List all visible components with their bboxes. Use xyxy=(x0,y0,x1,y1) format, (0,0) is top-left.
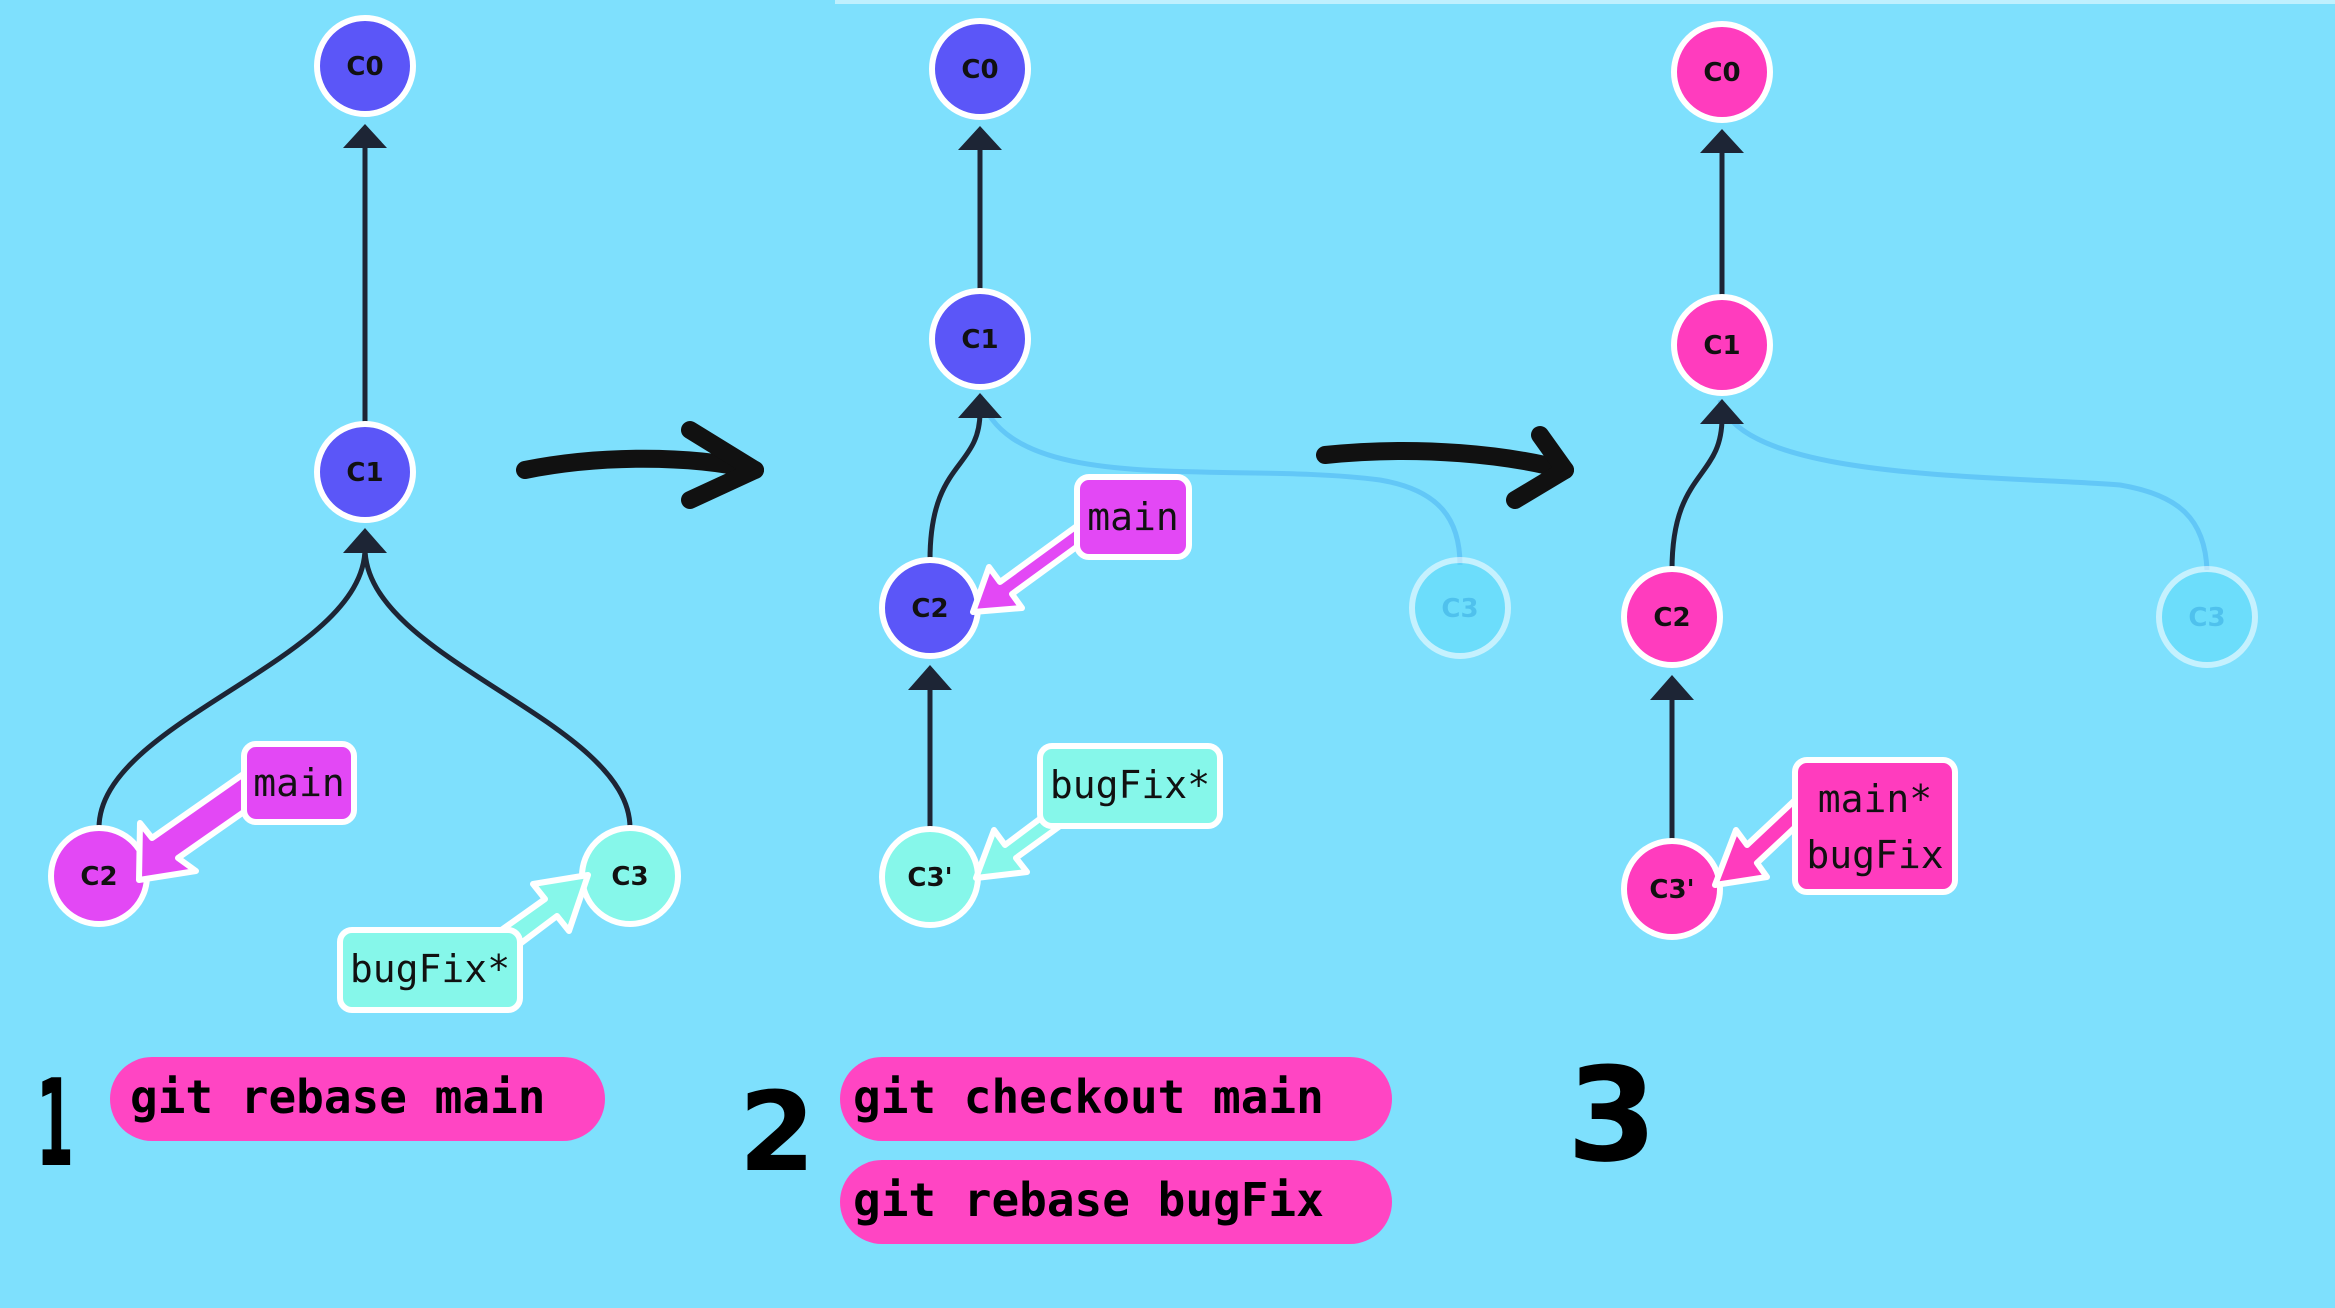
edge-arrowhead xyxy=(343,124,387,148)
commit-label: C0 xyxy=(961,55,998,85)
transition-arrow xyxy=(1316,426,1574,509)
commit-label: C2 xyxy=(80,862,117,892)
commit-label: C0 xyxy=(1703,58,1740,88)
commit-c3: C3 xyxy=(579,825,681,927)
commit-label: C2 xyxy=(911,594,948,624)
command-pill: git checkout main xyxy=(840,1057,1392,1141)
commit-c0: C0 xyxy=(314,15,416,117)
edge-arrowhead xyxy=(343,528,387,553)
branch-label-main: main* xyxy=(1818,777,1932,821)
commit-c0: C0 xyxy=(929,18,1031,120)
edge-arrowhead xyxy=(958,393,1002,418)
commit-c2: C2 xyxy=(48,825,150,927)
command-text: git rebase bugFix xyxy=(853,1173,1324,1227)
panel-2: C0 C1 C2 C3' C3 main bugFix* xyxy=(739,18,1511,1244)
commit-c3-faded: C3 xyxy=(1409,557,1511,659)
commit-label: C3 xyxy=(2188,603,2225,633)
commit-c1: C1 xyxy=(314,421,416,523)
branch-bugfix: bugFix* xyxy=(973,743,1223,881)
faded-edge-c3-c1 xyxy=(1717,399,2210,571)
commit-label: C3' xyxy=(1649,875,1694,905)
commit-label: C1 xyxy=(346,458,383,488)
step-number: 2 xyxy=(739,1068,816,1196)
commit-c3-prime: C3' xyxy=(1621,838,1723,940)
commit-c2: C2 xyxy=(879,557,981,659)
commit-label: C3' xyxy=(907,863,952,893)
edge-c2-c1 xyxy=(1669,417,1725,571)
panel-divider xyxy=(835,0,2335,4)
branch-main-bugfix: main* bugFix xyxy=(1712,757,1958,895)
branch-label: main xyxy=(253,761,345,805)
commit-c0: C0 xyxy=(1671,21,1773,123)
edge-c2-c1 xyxy=(927,411,983,561)
commit-c2: C2 xyxy=(1621,566,1723,668)
commit-label: C1 xyxy=(961,325,998,355)
branch-main: main xyxy=(970,474,1192,615)
command-pill: git rebase main xyxy=(110,1057,605,1141)
commit-c3-prime: C3' xyxy=(879,826,981,928)
commit-c1: C1 xyxy=(929,288,1031,390)
commit-label: C1 xyxy=(1703,331,1740,361)
branch-main: main xyxy=(136,741,357,883)
command-text: git rebase main xyxy=(130,1070,545,1124)
edge-arrowhead xyxy=(958,126,1002,150)
commit-label: C0 xyxy=(346,52,383,82)
edge-arrowhead xyxy=(1700,129,1744,153)
branch-label: bugFix* xyxy=(350,947,510,991)
edge-arrowhead xyxy=(908,665,952,690)
step-number: 3 xyxy=(1567,1039,1657,1191)
branch-bugfix: bugFix* xyxy=(337,872,591,1013)
edge-c2-c1 xyxy=(96,547,368,829)
command-pill: git rebase bugFix xyxy=(840,1160,1392,1244)
commit-c3-faded: C3 xyxy=(2156,566,2258,668)
commit-label: C3 xyxy=(611,862,648,892)
commit-label: C3 xyxy=(1441,594,1478,624)
branch-label: bugFix* xyxy=(1050,763,1210,807)
edge-arrowhead xyxy=(1650,675,1694,700)
commit-label: C2 xyxy=(1653,603,1690,633)
edge-c3-c1 xyxy=(362,547,633,829)
command-text: git checkout main xyxy=(853,1070,1324,1124)
panel-3: C0 C1 C2 C3' C3 main* bugFix 3 xyxy=(1567,21,2258,1191)
step-number: 1 xyxy=(36,1054,74,1193)
transition-arrow xyxy=(516,421,764,509)
commit-c1: C1 xyxy=(1671,294,1773,396)
branch-label-bugfix: bugFix xyxy=(1806,833,1943,877)
faded-edge-c3-c1 xyxy=(977,394,1463,566)
branch-label: main xyxy=(1087,495,1179,539)
panel-1: C0 C1 C2 C3 main bugFix* 1 xyxy=(36,15,681,1193)
edge-arrowhead xyxy=(1700,399,1744,424)
